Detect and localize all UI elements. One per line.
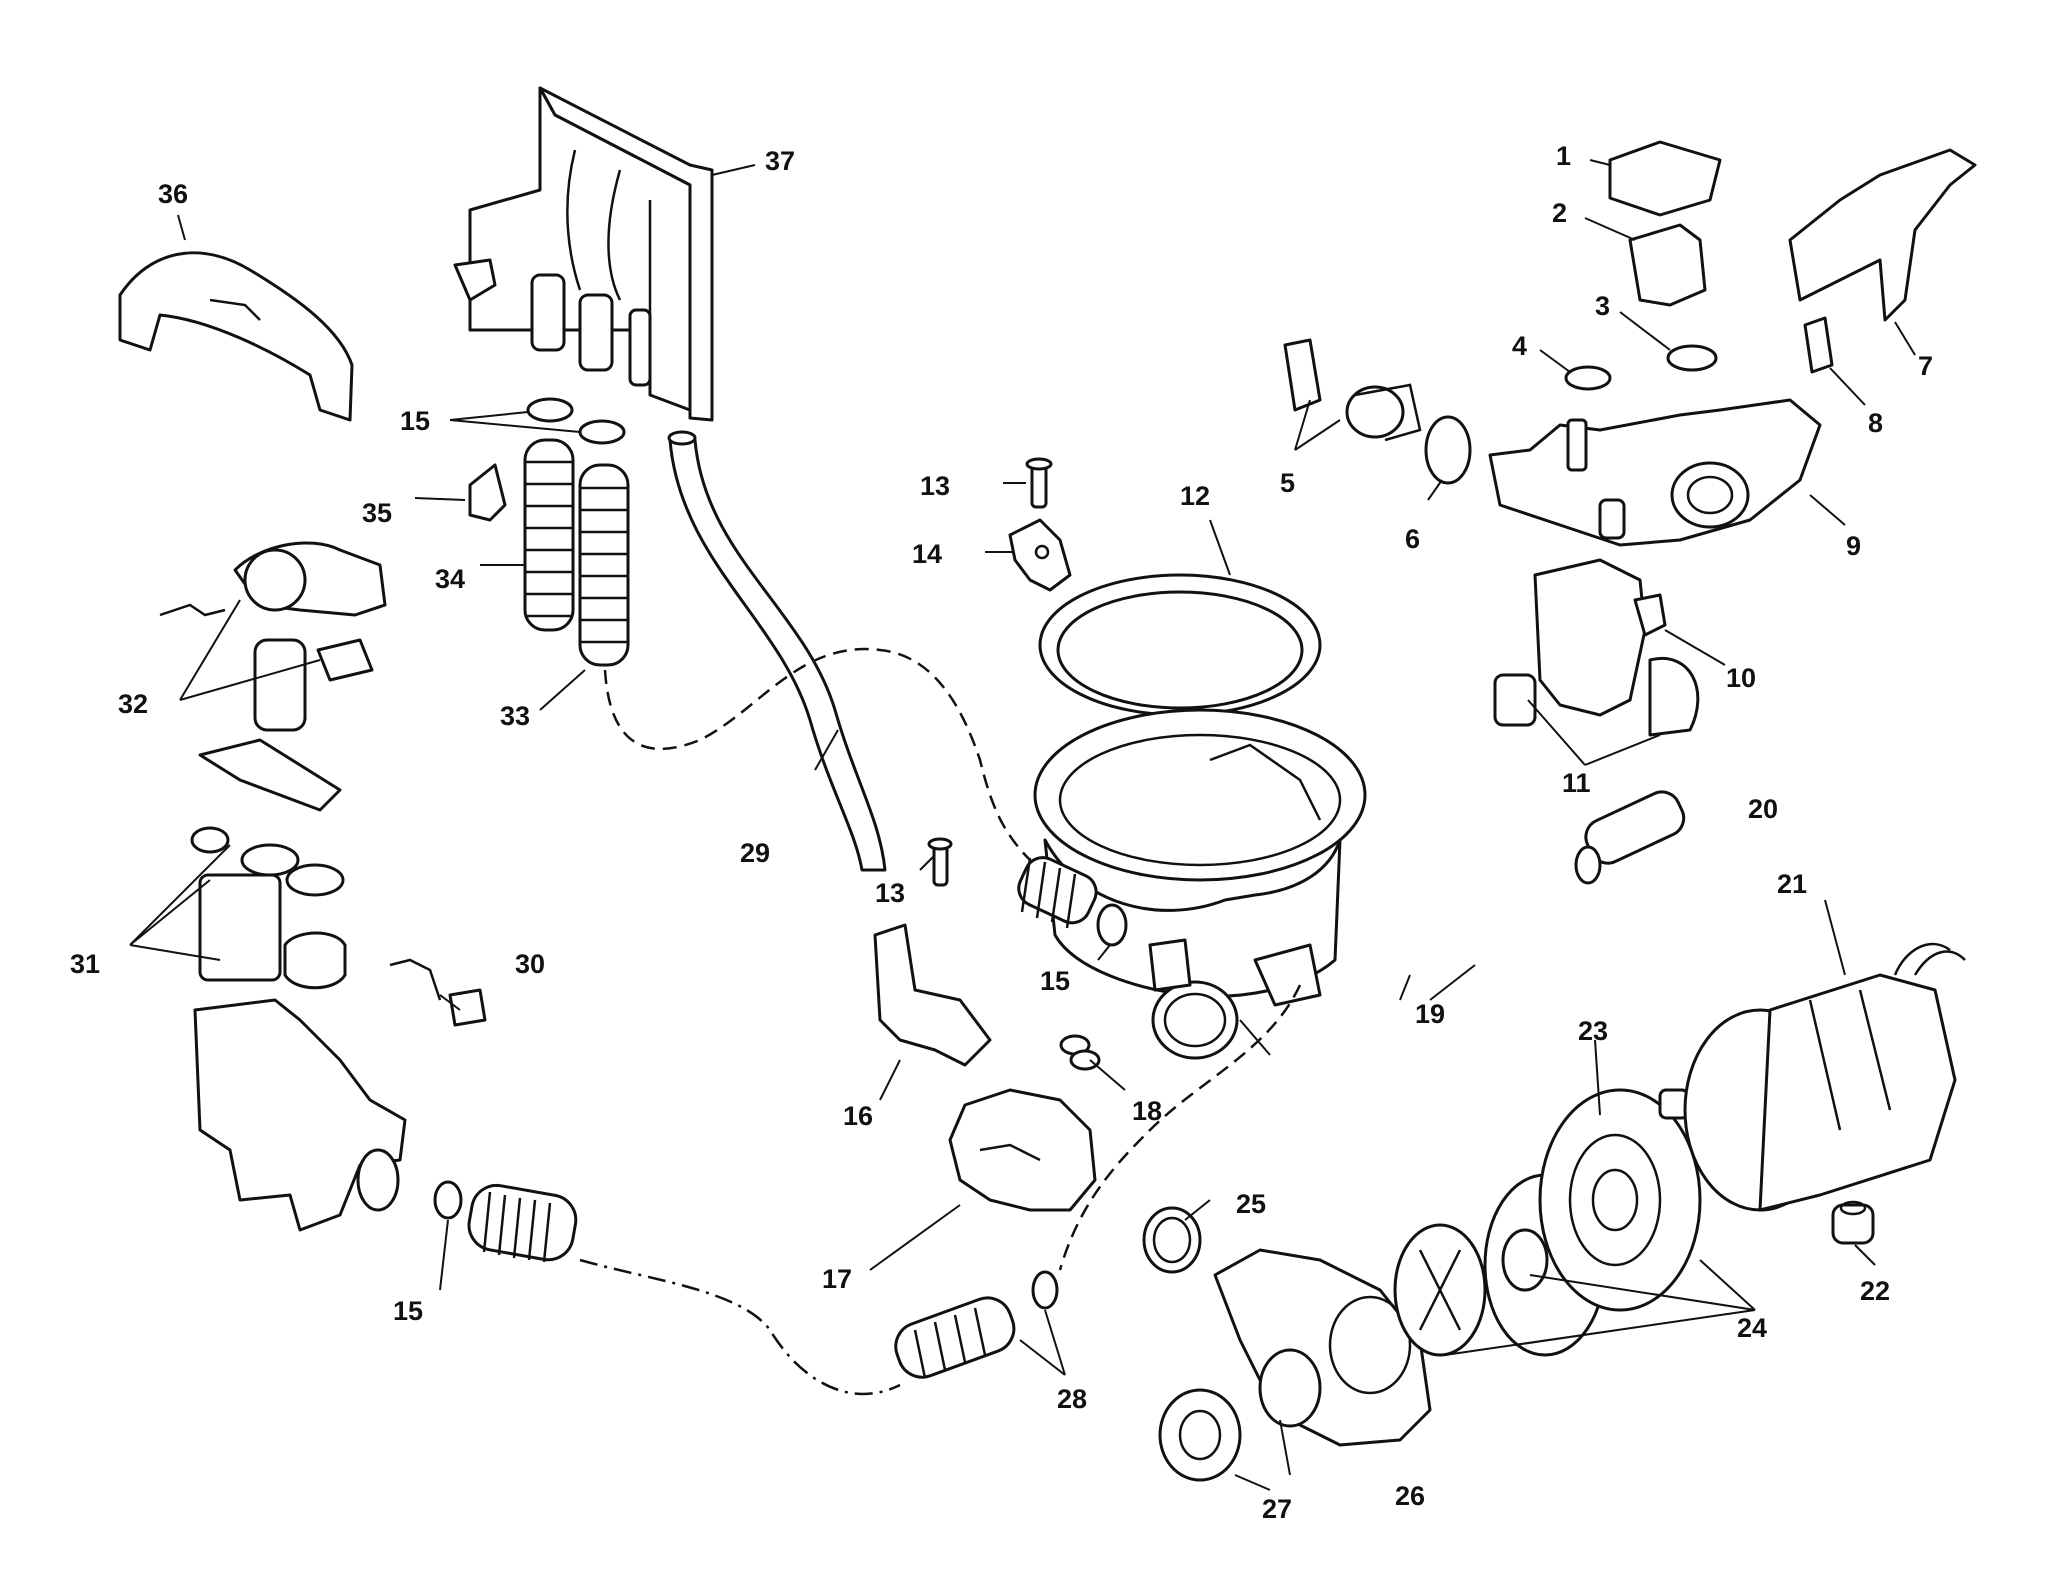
label-1: 1 [1556, 141, 1571, 171]
dashed-connector-lower [1058, 984, 1302, 1271]
part-5-sensor [1283, 338, 1422, 442]
label-9: 9 [1846, 531, 1861, 561]
part-32-assembly [159, 541, 387, 732]
part-23-pump-cover [1538, 1088, 1702, 1312]
part-15-o-ring-lower [433, 1180, 463, 1220]
label-35: 35 [362, 498, 392, 528]
part-36-cover [118, 251, 354, 422]
label-15a: 15 [400, 406, 430, 436]
dashed-connector-upper [603, 647, 1031, 861]
label-7: 7 [1918, 351, 1933, 381]
part-number-labels: 1 2 3 4 5 6 7 8 9 10 11 12 13 13 14 15 1… [70, 141, 1933, 1524]
label-11: 11 [1562, 768, 1591, 798]
part-13-screw-lower [927, 837, 953, 887]
label-31: 31 [70, 949, 100, 979]
part-4-o-ring [1564, 365, 1612, 391]
label-32: 32 [118, 689, 148, 719]
label-37: 37 [765, 146, 795, 176]
part-7-cover [1788, 148, 1977, 322]
label-27: 27 [1262, 1494, 1292, 1524]
part-30-sensor [389, 958, 487, 1027]
part-22-spacer [1831, 1200, 1875, 1245]
part-18-clip [1059, 1034, 1101, 1071]
label-16: 16 [843, 1101, 873, 1131]
part-8-clip [1803, 316, 1834, 374]
part-9-housing [1488, 398, 1822, 547]
label-28: 28 [1057, 1384, 1087, 1414]
part-28-drain-hose [894, 1270, 1059, 1379]
part-34-ribbed-hose [523, 438, 575, 632]
label-17: 17 [822, 1264, 852, 1294]
part-19-sump [1033, 708, 1367, 1060]
part-coil-middle [1017, 856, 1098, 929]
part-16-bracket [873, 923, 992, 1067]
label-5: 5 [1280, 468, 1295, 498]
label-22: 22 [1860, 1276, 1890, 1306]
part-12-gasket [1038, 573, 1322, 717]
label-14: 14 [912, 539, 942, 569]
part-33-ribbed-hose [578, 463, 630, 667]
label-29: 29 [740, 838, 770, 868]
label-15c: 15 [393, 1296, 423, 1326]
part-21-motor [1683, 942, 1966, 1212]
part-29-tube [667, 430, 887, 872]
part-17-drain-pump [948, 1088, 1097, 1212]
part-27-seal [1158, 1388, 1242, 1482]
label-30: 30 [515, 949, 545, 979]
part-13-screw-top [1025, 457, 1053, 509]
part-1-cap [1608, 140, 1722, 217]
label-8: 8 [1868, 408, 1883, 438]
part-6-o-ring [1424, 415, 1472, 485]
label-24: 24 [1737, 1313, 1767, 1343]
part-35-clip [468, 463, 507, 522]
label-15b: 15 [1040, 966, 1070, 996]
label-19: 19 [1415, 999, 1445, 1029]
part-14-bracket [1008, 518, 1072, 592]
label-2: 2 [1552, 198, 1567, 228]
label-4: 4 [1512, 331, 1527, 361]
part-10-float [1633, 593, 1667, 637]
part-3-o-ring [1666, 344, 1718, 372]
part-24-impeller [1393, 1140, 1709, 1357]
part-26-pump-housing [1213, 1248, 1432, 1447]
label-25: 25 [1236, 1189, 1266, 1219]
label-13a: 13 [920, 471, 950, 501]
label-12: 12 [1180, 481, 1210, 511]
label-10: 10 [1726, 663, 1756, 693]
label-18: 18 [1132, 1096, 1162, 1126]
label-33: 33 [500, 701, 530, 731]
part-hose-lower-left [467, 1183, 578, 1263]
label-13b: 13 [875, 878, 905, 908]
label-21: 21 [1777, 869, 1807, 899]
part-2-connector [1628, 223, 1707, 307]
label-26: 26 [1395, 1481, 1425, 1511]
part-20-capacitor [1574, 790, 1686, 885]
label-23: 23 [1578, 1016, 1608, 1046]
label-6: 6 [1405, 524, 1420, 554]
part-15-o-rings-top [526, 397, 626, 445]
part-25-spring [1142, 1206, 1202, 1274]
label-34: 34 [435, 564, 465, 594]
leader-lines [129, 159, 1916, 1491]
label-36: 36 [158, 179, 188, 209]
label-20: 20 [1748, 794, 1778, 824]
part-15-o-ring-middle [1096, 903, 1128, 947]
label-3: 3 [1595, 291, 1610, 321]
part-11-float-assembly [1493, 558, 1700, 737]
part-31-inlet-valve [190, 738, 407, 1232]
part-37-vent-panel [453, 86, 714, 422]
